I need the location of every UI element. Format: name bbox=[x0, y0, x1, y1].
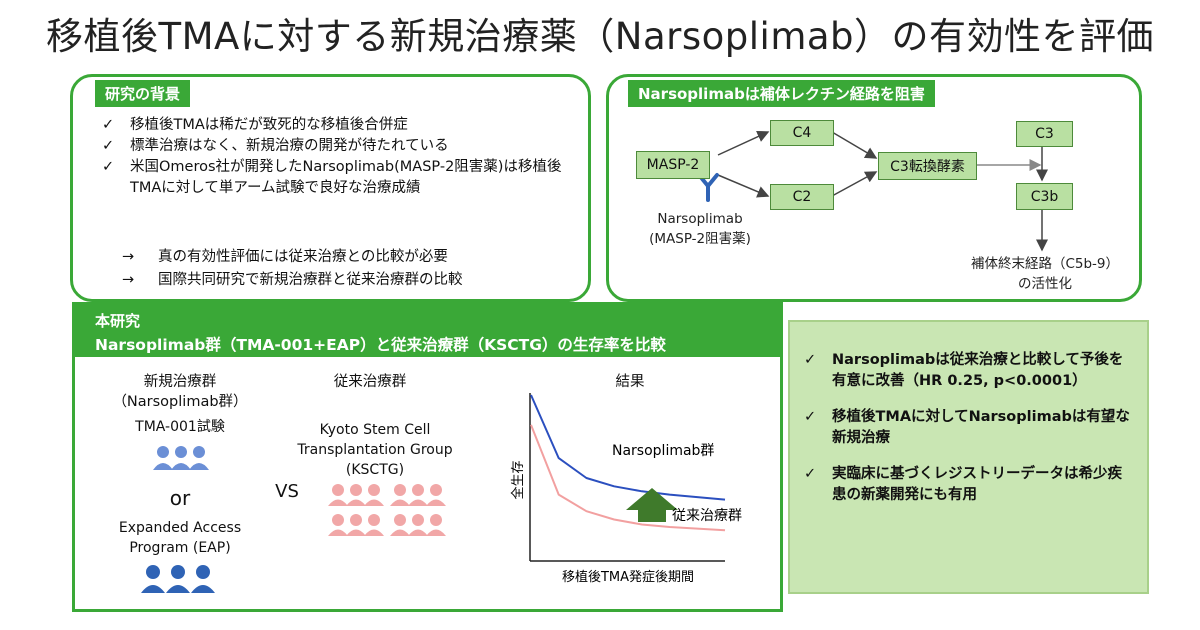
background-bullet: ✓移植後TMAは稀だが致死的な移植後合併症 bbox=[102, 115, 582, 136]
arrow-line: →真の有効性評価には従来治療との比較が必要 bbox=[122, 246, 463, 269]
conclusion-list: ✓Narsoplimabは従来治療と比較して予後を有意に改善（HR 0.25, … bbox=[804, 350, 1134, 521]
conventional-group-label: 従来治療群 bbox=[333, 374, 407, 390]
c3-convertase-node: C3転換酵素 bbox=[878, 152, 977, 180]
drug-label: Narsoplimab (MASP-2阻害薬) bbox=[649, 211, 751, 247]
x-axis-label: 移植後TMA発症後期間 bbox=[562, 570, 694, 585]
study-header: 本研究 Narsoplimab群（TMA-001+EAP）と従来治療群（KSCT… bbox=[75, 305, 780, 357]
series-line-conventional bbox=[530, 424, 726, 532]
check-icon: ✓ bbox=[804, 352, 817, 368]
improvement-arrow-icon bbox=[626, 488, 678, 522]
check-icon: ✓ bbox=[102, 159, 115, 175]
background-bullet: ✓米国Omeros社が開発したNarsoplimab(MASP-2阻害薬)は移植… bbox=[102, 159, 562, 196]
check-icon: ✓ bbox=[804, 409, 817, 425]
right-arrow-icon: → bbox=[122, 272, 135, 288]
right-arrow-icon: → bbox=[122, 249, 135, 265]
page-title: 移植後TMAに対する新規治療薬（Narsoplimab）の有効性を評価 bbox=[45, 15, 1155, 58]
survival-chart: 全生存 移植後TMA発症後期間 Narsoplimab群 従来治療群 bbox=[510, 393, 742, 585]
conclusion-item: ✓Narsoplimabは従来治療と比較して予後を有意に改善（HR 0.25, … bbox=[804, 352, 1124, 389]
series-label-conventional: 従来治療群 bbox=[672, 507, 742, 524]
ksctg-label: Kyoto Stem Cell Transplantation Group (K… bbox=[297, 422, 453, 478]
check-icon: ✓ bbox=[102, 117, 115, 133]
background-arrows: →真の有効性評価には従来治療との比較が必要 →国際共同研究で新規治療群と従来治療… bbox=[122, 246, 463, 292]
terminal-pathway-label: 補体終末経路（C5b-9） の活性化 bbox=[970, 256, 1120, 292]
background-panel bbox=[70, 74, 591, 302]
result-label: 結果 bbox=[615, 374, 645, 390]
conclusion-panel: ✓Narsoplimabは従来治療と比較して予後を有意に改善（HR 0.25, … bbox=[788, 320, 1149, 594]
or-label: or bbox=[169, 486, 191, 510]
check-icon: ✓ bbox=[804, 466, 817, 482]
check-icon: ✓ bbox=[102, 138, 115, 154]
new-group-label: 新規治療群 （Narsoplimab群） bbox=[112, 374, 248, 410]
study-tag: 本研究 bbox=[95, 312, 141, 330]
people-icon-dark-blue bbox=[141, 565, 215, 593]
y-axis-label: 全生存 bbox=[510, 460, 526, 499]
c3-node: C3 bbox=[1016, 121, 1073, 147]
masp2-node: MASP-2 bbox=[636, 151, 710, 179]
study-heading: Narsoplimab群（TMA-001+EAP）と従来治療群（KSCTG）の生… bbox=[95, 336, 666, 354]
series-line-narsoplimab bbox=[530, 394, 726, 501]
c4-node: C4 bbox=[770, 120, 834, 146]
c2-node: C2 bbox=[770, 184, 834, 210]
background-tag: 研究の背景 bbox=[95, 80, 191, 107]
series-label-narsoplimab: Narsoplimab群 bbox=[612, 443, 714, 459]
pathway-tag: Narsoplimabは補体レクチン経路を阻害 bbox=[628, 80, 935, 107]
arrow-line: →国際共同研究で新規治療群と従来治療群の比較 bbox=[122, 269, 463, 292]
people-icon-pink bbox=[328, 484, 446, 536]
trial-label: TMA-001試験 bbox=[135, 419, 225, 435]
background-bullet: ✓標準治療はなく、新規治療の開発が待たれている bbox=[102, 136, 582, 157]
eap-label: Expanded Access Program (EAP) bbox=[118, 520, 242, 556]
background-list: ✓移植後TMAは稀だが致死的な移植後合併症 ✓標準治療はなく、新規治療の開発が待… bbox=[102, 115, 582, 199]
people-icon-light-blue bbox=[153, 446, 209, 470]
vs-label: VS bbox=[275, 481, 299, 502]
conclusion-item: ✓移植後TMAに対してNarsoplimabは有望な新規治療 bbox=[804, 409, 1130, 446]
conclusion-item: ✓実臨床に基づくレジストリーデータは希少疾患の新薬開発にも有用 bbox=[804, 466, 1122, 503]
c3b-node: C3b bbox=[1016, 183, 1073, 210]
